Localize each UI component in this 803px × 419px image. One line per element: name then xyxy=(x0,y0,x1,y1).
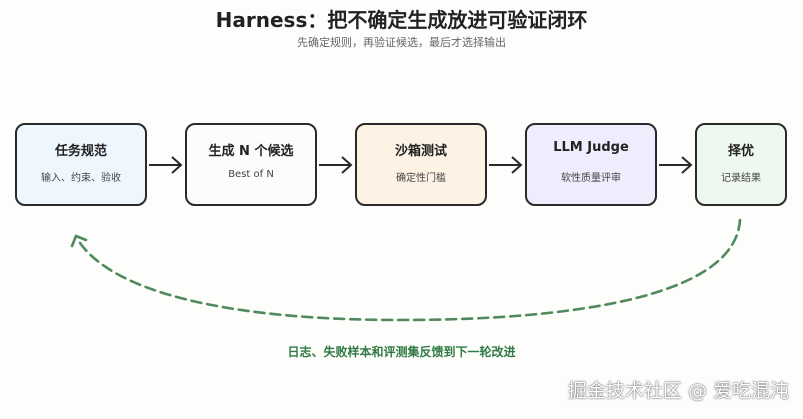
step-subtitle: Best of N xyxy=(228,169,274,180)
step-generate-candidates: 生成 N 个候选 Best of N xyxy=(185,123,317,206)
step-select-best: 择优 记录结果 xyxy=(695,123,787,206)
arrowhead-1 xyxy=(171,156,183,174)
arrowhead-2 xyxy=(341,156,353,174)
step-title: LLM Judge xyxy=(553,140,629,155)
step-title: 生成 N 个候选 xyxy=(208,144,294,159)
step-subtitle: 软性质量评审 xyxy=(561,173,621,184)
arrowhead-3 xyxy=(511,156,523,174)
feedback-loop-arrow xyxy=(76,218,742,322)
step-subtitle: 确定性门槛 xyxy=(396,173,446,184)
step-llm-judge: LLM Judge 软性质量评审 xyxy=(525,123,657,206)
feedback-loop-arrowhead xyxy=(70,234,88,248)
step-title: 择优 xyxy=(727,144,754,159)
step-task-spec: 任务规范 输入、约束、验收 xyxy=(15,123,147,206)
watermark: 掘金技术社区 @ 爱吃混沌 xyxy=(567,380,789,402)
step-subtitle: 记录结果 xyxy=(721,173,761,184)
step-sandbox-test: 沙箱测试 确定性门槛 xyxy=(355,123,487,206)
diagram-subtitle: 先确定规则，再验证候选，最后才选择输出 xyxy=(297,36,506,49)
feedback-label: 日志、失败样本和评测集反馈到下一轮改进 xyxy=(287,345,516,359)
step-subtitle: 输入、约束、验收 xyxy=(41,173,121,184)
arrowhead-4 xyxy=(681,156,693,174)
step-title: 沙箱测试 xyxy=(394,144,447,159)
diagram-title: Harness：把不确定生成放进可验证闭环 xyxy=(215,8,588,32)
step-title: 任务规范 xyxy=(54,144,107,159)
